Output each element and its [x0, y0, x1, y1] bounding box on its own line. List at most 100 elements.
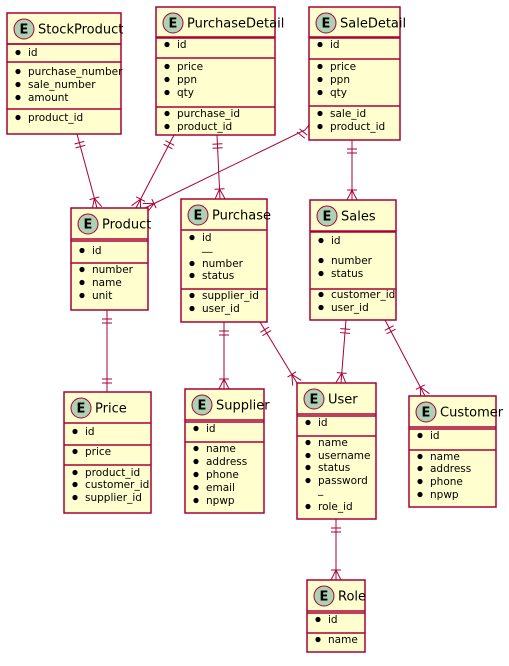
- attribute-label: name: [318, 437, 348, 449]
- entity-title: PurchaseDetail: [187, 17, 284, 32]
- attribute-label: purchase_id: [177, 108, 240, 120]
- attribute-bullet-icon: [193, 445, 199, 452]
- attribute-row: price: [317, 61, 356, 73]
- attribute-row: id: [305, 417, 328, 429]
- relation-saledetail-to-sales: [346, 140, 358, 201]
- attribute-label: name: [206, 443, 236, 455]
- attribute-row: npwp: [417, 489, 459, 501]
- entity-badge-letter: E: [198, 399, 207, 414]
- attribute-row: id: [317, 39, 340, 51]
- entity-title: Supplier: [216, 399, 270, 414]
- attribute-row: __: [201, 241, 213, 253]
- attribute-bullet-icon: [164, 41, 170, 48]
- attribute-bullet-icon: [193, 497, 199, 504]
- attribute-bullet-icon: [315, 636, 321, 643]
- attribute-row: price: [164, 61, 203, 73]
- attribute-bullet-icon: [15, 114, 21, 121]
- attribute-label: username: [318, 450, 371, 462]
- attribute-label: customer_id: [331, 289, 395, 301]
- attribute-label: address: [206, 456, 247, 468]
- attribute-bullet-icon: [189, 292, 195, 299]
- attribute-label: id: [202, 232, 212, 244]
- attribute-bullet-icon: [317, 123, 323, 130]
- attribute-row: address: [193, 456, 247, 468]
- attribute-bullet-icon: [79, 266, 85, 273]
- attribute-row: status: [305, 462, 350, 474]
- attribute-label: qty: [330, 87, 347, 99]
- attribute-bullet-icon: [318, 270, 324, 277]
- entity-badge-letter: E: [169, 17, 178, 32]
- relation-user-to-role: [330, 519, 342, 581]
- attribute-label: price: [330, 61, 356, 73]
- attribute-label: npwp: [430, 489, 459, 501]
- entity-title: User: [328, 393, 358, 408]
- cardinality-one-or-many-marker: [214, 188, 226, 200]
- entity-badge-letter: E: [422, 406, 431, 421]
- attribute-row: ppn: [164, 74, 197, 86]
- attribute-bullet-icon: [72, 469, 78, 476]
- attribute-label: npwp: [206, 495, 235, 507]
- attribute-bullet-icon: [193, 471, 199, 478]
- attribute-bullet-icon: [189, 260, 195, 267]
- attribute-bullet-icon: [305, 439, 311, 446]
- attribute-bullet-icon: [417, 478, 423, 485]
- entity-title: SaleDetail: [340, 17, 406, 32]
- attribute-row: number: [189, 258, 244, 270]
- attribute-row: product_id: [15, 112, 83, 124]
- attribute-row: unit: [79, 290, 112, 302]
- attribute-row: status: [318, 268, 363, 280]
- attribute-row: user_id: [189, 303, 240, 315]
- attribute-row: phone: [193, 469, 239, 481]
- cardinality-one-and-only-one-marker: [347, 148, 357, 154]
- attribute-label: user_id: [331, 302, 369, 314]
- attribute-label: ppn: [330, 74, 350, 86]
- attribute-bullet-icon: [15, 94, 21, 101]
- entity-badge-icon: [303, 388, 325, 410]
- attribute-bullet-icon: [305, 419, 311, 426]
- entity-badge-letter: E: [323, 210, 332, 225]
- attribute-label: user_id: [202, 303, 240, 315]
- attribute-label: product_id: [28, 112, 83, 124]
- attribute-bullet-icon: [164, 89, 170, 96]
- entity-title: Role: [338, 590, 366, 605]
- cardinality-one-or-many-marker: [287, 371, 302, 386]
- cardinality-one-and-only-one-marker: [384, 325, 396, 335]
- attribute-row: product_id: [72, 467, 140, 479]
- attribute-bullet-icon: [417, 491, 423, 498]
- attribute-row: name: [315, 634, 358, 646]
- attribute-row: purchase_id: [164, 108, 240, 120]
- entity-badge-icon: [70, 397, 92, 419]
- attribute-bullet-icon: [193, 458, 199, 465]
- cardinality-one-and-only-one-marker: [219, 330, 229, 336]
- attribute-row: name: [193, 443, 236, 455]
- attribute-row: phone: [417, 476, 463, 488]
- attribute-label: unit: [92, 290, 112, 302]
- attribute-label: number: [202, 258, 244, 270]
- entity-badge-letter: E: [322, 17, 331, 32]
- relation-line: [216, 134, 221, 200]
- relation-sales-to-user: [335, 319, 351, 384]
- attribute-label: supplier_id: [85, 492, 142, 504]
- entity-badge-icon: [13, 18, 35, 40]
- attribute-row: ppn: [317, 74, 350, 86]
- attribute-bullet-icon: [72, 428, 78, 435]
- entity-badge-letter: E: [20, 23, 29, 38]
- attribute-row: supplier_id: [72, 492, 142, 504]
- attribute-row: role_id: [305, 501, 353, 513]
- cardinality-one-and-only-one-marker: [74, 140, 86, 149]
- attribute-label: qty: [177, 87, 194, 99]
- cardinality-one-and-only-one-marker: [102, 318, 112, 324]
- attribute-row: name: [305, 437, 348, 449]
- relation-line: [340, 319, 347, 384]
- attribute-label: id: [28, 47, 38, 59]
- attribute-row: status: [189, 270, 234, 282]
- attribute-row: id: [315, 614, 338, 626]
- relation-line: [384, 319, 426, 397]
- attribute-label: id: [206, 423, 216, 435]
